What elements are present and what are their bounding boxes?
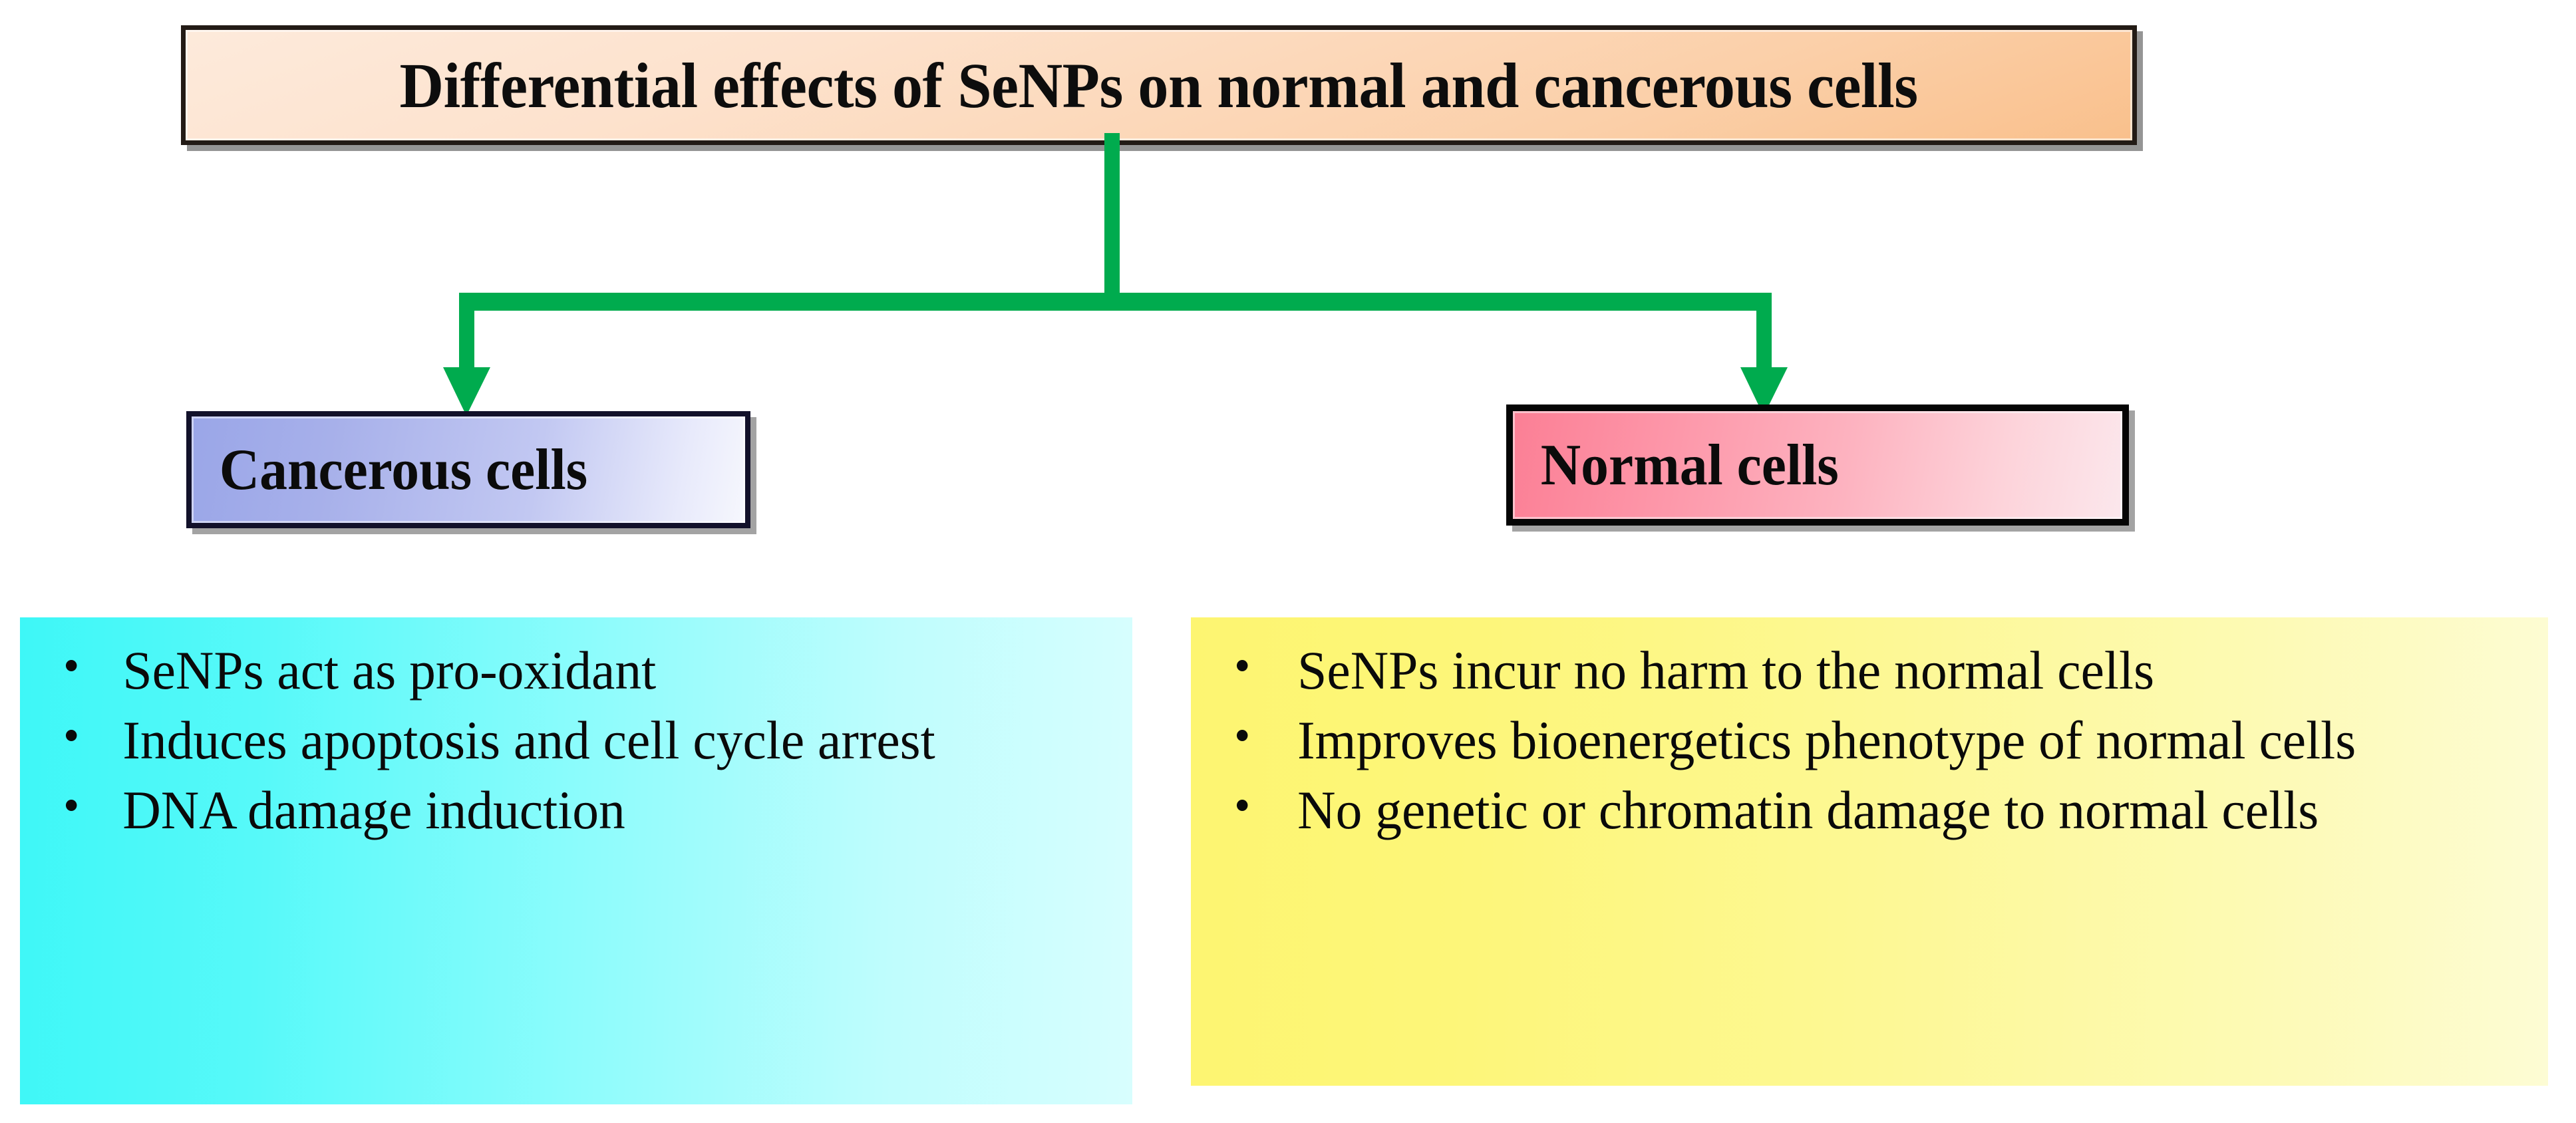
bullet-dot-icon	[1236, 660, 1248, 671]
list-item: SeNPs act as pro-oxidant	[44, 637, 1076, 705]
bullet-dot-icon	[65, 660, 77, 671]
list-item-text: SeNPs incur no harm to the normal cells	[1297, 640, 2155, 701]
category-label-cancerous: Cancerous cells	[219, 437, 588, 502]
connector-stem	[1104, 133, 1120, 301]
connector-right-drop	[1756, 301, 1772, 374]
category-label-normal: Normal cells	[1540, 432, 1839, 498]
bullet-dot-icon	[65, 729, 77, 741]
connector-crossbar	[459, 293, 1772, 311]
list-item: SeNPs incur no harm to the normal cells	[1215, 637, 2485, 705]
list-item: DNA damage induction	[44, 777, 1076, 844]
bullet-dot-icon	[1236, 799, 1248, 811]
effects-panel-cancerous: SeNPs act as pro-oxidant Induces apoptos…	[20, 617, 1132, 1104]
bullet-dot-icon	[1236, 729, 1248, 741]
list-item-text: SeNPs act as pro-oxidant	[122, 640, 657, 701]
connector-arrows	[443, 133, 1788, 412]
connector-left-drop	[459, 301, 474, 374]
arrowhead-left-icon	[443, 367, 490, 412]
list-item-text: No genetic or chromatin damage to normal…	[1297, 779, 2319, 840]
bullet-dot-icon	[65, 799, 77, 811]
category-box-normal: Normal cells	[1506, 404, 2129, 526]
effects-panel-normal: SeNPs incur no harm to the normal cells …	[1191, 617, 2548, 1086]
list-item: No genetic or chromatin damage to normal…	[1215, 777, 2485, 844]
list-item-text: DNA damage induction	[122, 779, 625, 840]
category-box-cancerous: Cancerous cells	[186, 411, 750, 528]
list-item-text: Induces apoptosis and cell cycle arrest	[122, 709, 935, 770]
list-item-text: Improves bioenergetics phenotype of norm…	[1297, 709, 2356, 770]
bullet-list-cancerous: SeNPs act as pro-oxidant Induces apoptos…	[44, 637, 1108, 844]
list-item: Improves bioenergetics phenotype of norm…	[1215, 707, 2485, 774]
list-item: Induces apoptosis and cell cycle arrest	[44, 707, 1076, 774]
bullet-list-normal: SeNPs incur no harm to the normal cells …	[1215, 637, 2524, 844]
title-box: Differential effects of SeNPs on normal …	[181, 25, 2137, 145]
page-title: Differential effects of SeNPs on normal …	[399, 49, 1919, 121]
